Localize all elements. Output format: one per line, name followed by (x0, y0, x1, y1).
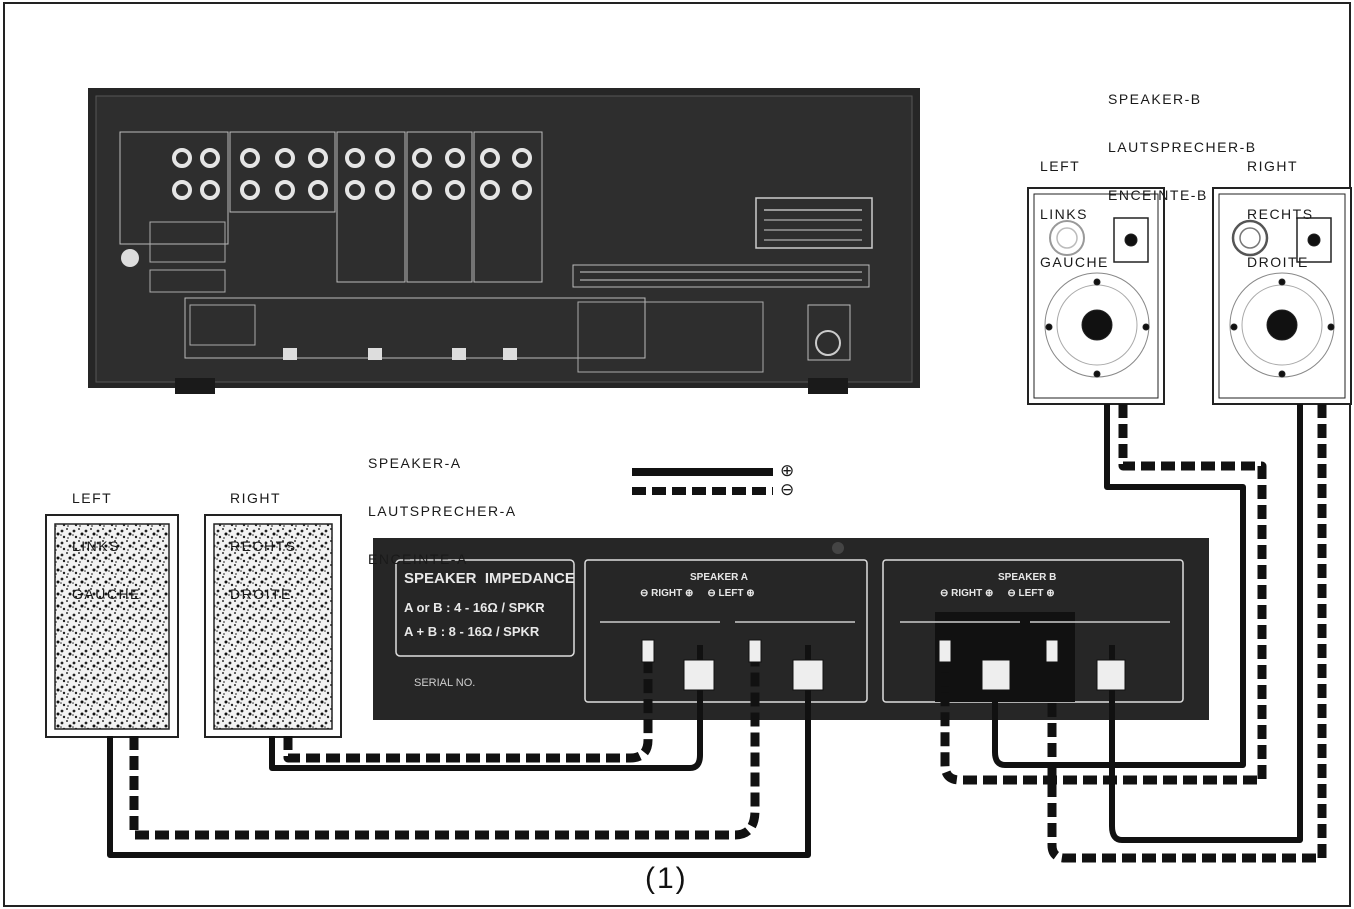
amp-terminal-strip (184, 297, 646, 359)
impedance-title: SPEAKER IMPEDANCE (404, 570, 575, 587)
impedance-line-1: A or B : 4 - 16Ω / SPKR (404, 600, 545, 615)
speaker-b-polarity-row: ⊖ RIGHT ⊕ ⊖ LEFT ⊕ (940, 588, 1055, 599)
speaker-b-heading-de: LAUTSPRECHER-B (1108, 139, 1257, 155)
speaker-a-left (45, 514, 179, 738)
legend-plus-symbol: ⊕ (780, 461, 796, 480)
rca-jacks (172, 148, 532, 200)
speaker-a-heading-fr: ENCEINTE-A (368, 551, 468, 567)
figure-caption: (1) (645, 862, 688, 895)
speaker-a-right-en: RIGHT (230, 490, 282, 506)
wire-a-left-plus (107, 645, 811, 858)
caution-strip (572, 264, 870, 288)
speaker-b-terminal-label: SPEAKER B (998, 572, 1057, 583)
ac-outlet-panel (577, 301, 764, 373)
amp-foot-right (808, 378, 848, 394)
impedance-line-2: A + B : 8 - 16Ω / SPKR (404, 624, 540, 639)
wiring-solid (107, 404, 1303, 858)
speaker-b-right-en: RIGHT (1247, 158, 1299, 174)
speaker-a-left-label: LEFT LINKS GAUCHE (72, 458, 141, 618)
wire-b-left-minus (1047, 404, 1327, 863)
speaker-b-left-en: LEFT (1040, 158, 1081, 174)
speaker-b-left-de: LINKS (1040, 206, 1088, 222)
wire-b-right-plus (992, 404, 1246, 768)
speaker-a-right-fr: DROITE (230, 586, 292, 602)
wire-a-right-minus (283, 645, 653, 763)
speaker-b-right-label: RIGHT RECHTS DROITE (1247, 126, 1314, 286)
wire-a-right-plus (269, 645, 703, 771)
amplifier-rear-panel (88, 88, 920, 394)
wiring-dashed (129, 404, 1327, 863)
speaker-a-polarity-row: ⊖ RIGHT ⊕ ⊖ LEFT ⊕ (640, 588, 755, 599)
speaker-b-left (1027, 187, 1165, 405)
legend (632, 468, 773, 495)
speaker-b-left-fr: GAUCHE (1040, 254, 1109, 270)
speaker-b-left-label: LEFT LINKS GAUCHE (1040, 126, 1109, 286)
speaker-b-right-fr: DROITE (1247, 254, 1309, 270)
voltage-selector (807, 304, 851, 361)
wire-b-right-minus (940, 404, 1267, 785)
speaker-b-heading-fr: ENCEINTE-B (1108, 187, 1208, 203)
speaker-a-right-label: RIGHT RECHTS DROITE (230, 458, 297, 618)
speaker-a-right (204, 514, 342, 738)
legend-minus-symbol: ⊖ (780, 480, 796, 499)
speaker-a-heading-en: SPEAKER-A (368, 455, 462, 471)
speaker-b-right (1212, 187, 1352, 405)
speaker-a-left-fr: GAUCHE (72, 586, 141, 602)
terminal-plugs (641, 639, 1126, 691)
speaker-a-right-de: RECHTS (230, 538, 297, 554)
frame-border (3, 2, 1351, 907)
ground-screw (121, 249, 139, 267)
serial-number-label: SERIAL NO. (414, 677, 476, 689)
speaker-b-right-de: RECHTS (1247, 206, 1314, 222)
speaker-a-left-de: LINKS (72, 538, 120, 554)
wire-a-left-minus (129, 645, 760, 840)
speaker-b-heading-en: SPEAKER-B (1108, 91, 1202, 107)
name-plate (755, 197, 873, 249)
speaker-a-heading: SPEAKER-A LAUTSPRECHER-A ENCEINTE-A (368, 423, 517, 583)
impedance-box (395, 559, 575, 657)
wire-b-left-plus (1109, 404, 1303, 843)
speaker-a-terminal-label: SPEAKER A (690, 572, 748, 583)
speaker-a-terminal-box (584, 559, 868, 703)
speaker-b-heading: SPEAKER-B LAUTSPRECHER-B ENCEINTE-B (1108, 59, 1257, 219)
amp-foot-left (175, 378, 215, 394)
speaker-a-left-en: LEFT (72, 490, 113, 506)
speaker-a-heading-de: LAUTSPRECHER-A (368, 503, 517, 519)
